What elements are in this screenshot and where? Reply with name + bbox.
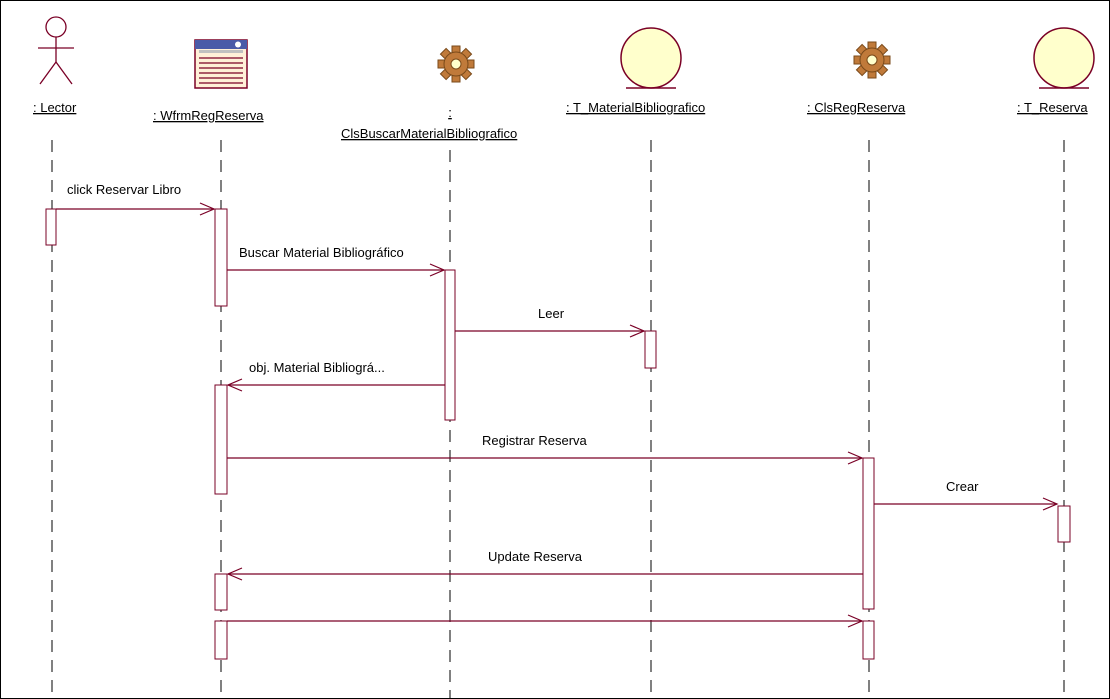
entity-circle-icon (620, 27, 682, 89)
message-label-m5: Registrar Reserva (482, 433, 588, 448)
message-arrow-m2 (227, 263, 446, 277)
activation-bars (45, 208, 1071, 660)
control-gear-icon (853, 41, 891, 79)
boundary-window-icon (194, 39, 248, 89)
activation-bar-wfrm-4 (214, 620, 228, 660)
object-label-clsregreserva: : ClsRegReserva (807, 100, 906, 115)
message-label-m3: Leer (538, 306, 565, 321)
message-arrow-m5 (227, 451, 864, 465)
message-arrow-m8 (227, 614, 864, 628)
activation-bar-clsreg-1 (862, 457, 875, 610)
object-label-clsbuscar-prefix: : (448, 105, 452, 120)
activation-bar-wfrm-1 (214, 208, 228, 307)
object-label-tmaterialbibliografico: : T_MaterialBibliografico (566, 100, 705, 115)
message-label-m6: Crear (946, 479, 979, 494)
message-arrow-m6 (874, 497, 1059, 511)
message-arrow-m3 (455, 324, 646, 338)
message-label-m4: obj. Material Bibliográ... (249, 360, 385, 375)
activation-bar-buscar (444, 269, 456, 421)
message-label-m1: click Reservar Libro (67, 182, 181, 197)
entity-circle-icon (1033, 27, 1095, 89)
actor-icon (38, 16, 74, 85)
message-arrow-m7 (226, 567, 863, 581)
message-label-m7: Update Reserva (488, 549, 583, 564)
object-label-wfrmregreserva: : WfrmRegReserva (153, 108, 264, 123)
message-label-m2: Buscar Material Bibliográfico (239, 245, 404, 260)
control-gear-icon (437, 45, 475, 83)
object-label-treserva: : T_Reserva (1017, 100, 1088, 115)
activation-bar-tmaterial (644, 330, 657, 369)
activation-bar-wfrm-2 (214, 384, 228, 495)
message-arrow-m4 (226, 378, 445, 392)
activation-bar-lector (45, 208, 57, 246)
object-label-lector: : Lector (33, 100, 77, 115)
activation-bar-wfrm-3 (214, 573, 228, 611)
lifelines (51, 140, 1065, 699)
activation-bar-clsreg-2 (862, 620, 875, 660)
object-label-clsbuscarmaterial: ClsBuscarMaterialBibliografico (341, 126, 517, 141)
messages (56, 202, 1059, 628)
activation-bar-treserva (1057, 505, 1071, 543)
message-arrow-m1 (56, 202, 216, 216)
